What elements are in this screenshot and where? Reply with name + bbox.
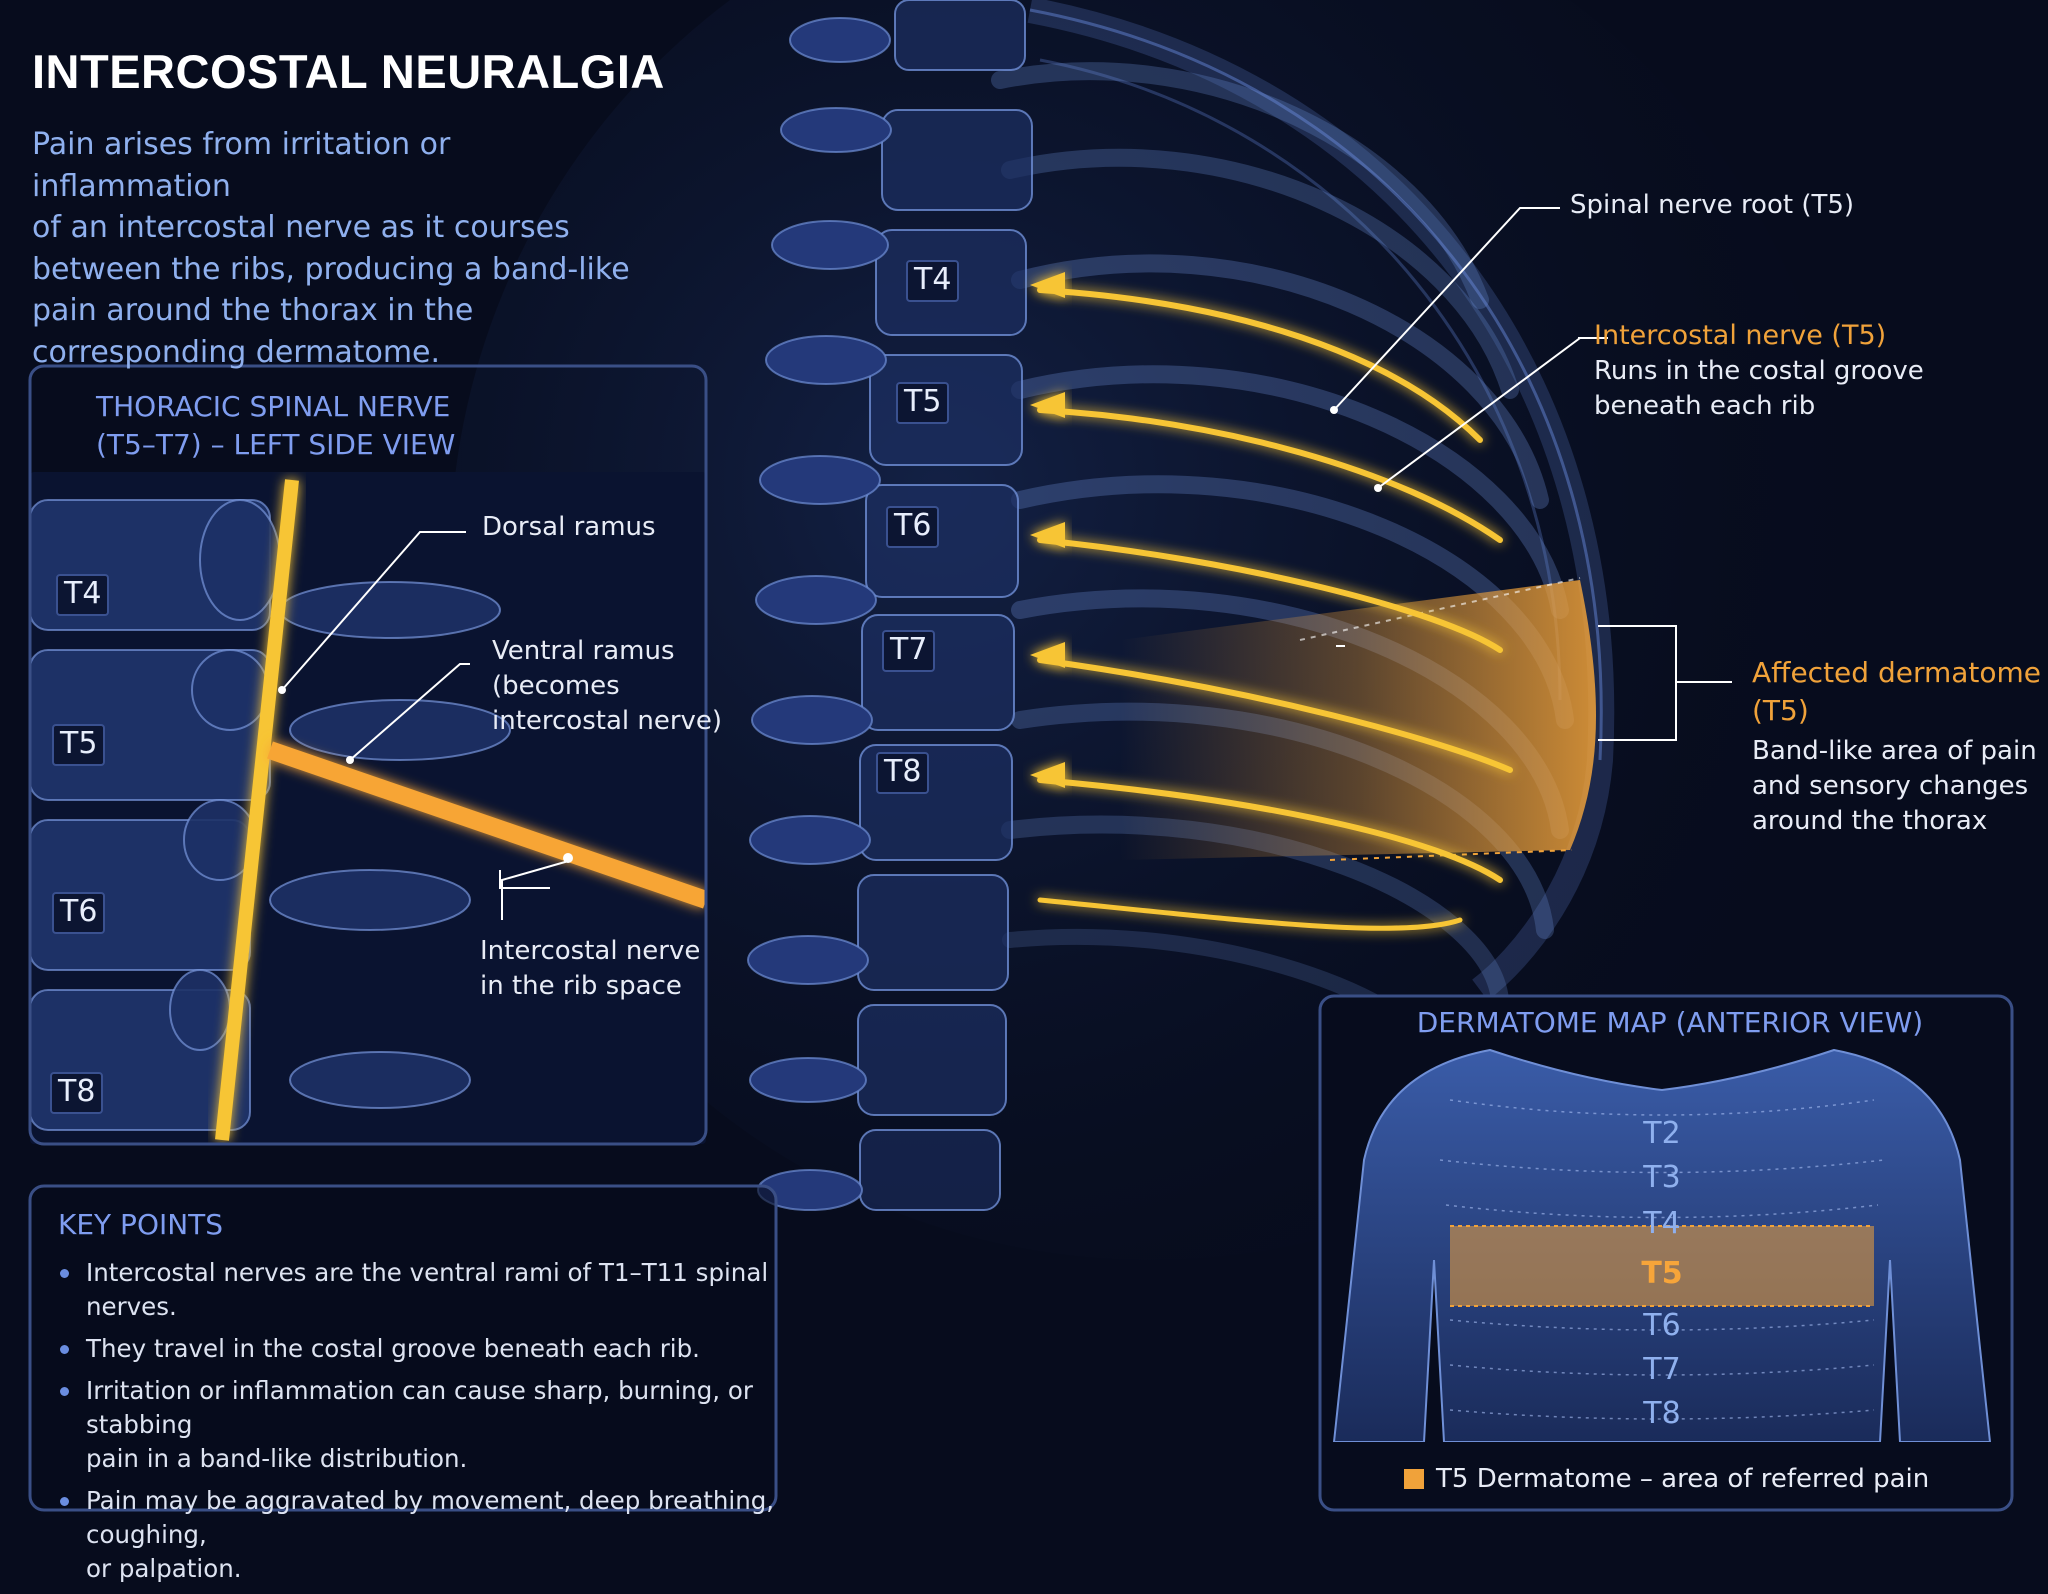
key-points-list: Intercostal nerves are the ventral rami … [58,1256,778,1594]
callout-dot [1374,484,1382,492]
side-vertebra-label-t5: T5 [52,724,106,766]
dermatome-level-t3: T3 [1643,1160,1681,1195]
callout-title: Affected dermatome [1752,656,2042,689]
torso-artwork [1332,1048,1992,1442]
dermatome-legend: T5 Dermatome – area of referred pain [1404,1464,1929,1494]
label-line: (becomes [492,671,620,701]
label-intercostal-rib-space: Intercostal nerve in the rib space [480,934,700,1004]
intercostal-nerve-side [267,741,706,909]
side-panel-title: THORACIC SPINAL NERVE (T5–T7) – LEFT SID… [96,388,455,464]
dermatome-level-t7: T7 [1643,1352,1681,1387]
label-line: Intercostal nerve [480,936,701,966]
spinal-nerve-trunk [215,479,299,1141]
side-vertebra-label-t6: T6 [52,892,106,934]
nerve-roots [1030,272,1065,788]
bullet-icon [60,1269,69,1278]
callout-line: around the thorax [1752,806,1988,836]
callout-line: beneath each rib [1594,391,1816,421]
intro-line: of an intercostal nerve as it courses [32,210,570,245]
page-title: INTERCOSTAL NEURALGIA [32,45,665,98]
list-item: Intercostal nerves are the ventral rami … [58,1256,778,1324]
side-vertebra-label-t4: T4 [56,574,110,616]
leader-lines [1333,207,1732,741]
list-item: Pain may be aggravated by movement, deep… [58,1484,778,1586]
label-line: in the rib space [480,971,682,1001]
callout-intercostal-nerve: Intercostal nerve (T5) Runs in the costa… [1594,318,1924,424]
intro-line: Pain arises from irritation or inflammat… [32,127,451,204]
illustration-canvas [28,0,2014,1512]
label-dorsal-ramus: Dorsal ramus [482,512,656,542]
intro-line: between the ribs, producing a band-like [32,251,630,287]
callout-spinal-nerve-root: Spinal nerve root (T5) [1570,190,1855,220]
dermatome-map-title-suffix: (ANTERIOR VIEW) [1666,1006,1924,1039]
bullet-icon [60,1387,69,1396]
spine-label-t8: T8 [876,752,930,794]
list-item: Irritation or inflammation can cause sha… [58,1374,778,1476]
intro-paragraph: Pain arises from irritation or inflammat… [32,124,652,373]
dermatome-level-t4: T4 [1643,1206,1681,1241]
callout-title: (T5) [1752,694,1809,727]
intro-line: corresponding dermatome. [32,334,441,370]
key-points-panel-border [28,1184,778,1512]
spinous-processes [747,17,892,1211]
callout-dot [1330,406,1338,414]
dermatome-map-title: DERMATOME MAP (ANTERIOR VIEW) [1320,1006,2020,1039]
key-points-title: KEY POINTS [58,1208,224,1241]
spine-label-t7: T7 [882,630,936,672]
bullet-icon [60,1345,69,1354]
label-ventral-ramus: Ventral ramus (becomes intercostal nerve… [492,634,722,739]
spine-label-t4: T4 [906,260,960,302]
callout-title: Intercostal nerve (T5) [1594,320,1887,351]
side-view-panel-border [28,364,708,1146]
callout-line: and sensory changes [1752,771,2029,801]
callout-line: Band-like area of pain [1752,736,2037,766]
list-item-text: Irritation or inflammation can cause sha… [86,1376,753,1439]
list-item-text: Intercostal nerves are the ventral rami … [86,1258,769,1321]
dermatome-map-title-main: DERMATOME MAP [1416,1006,1667,1039]
list-item-text: or palpation. [86,1554,242,1583]
list-item-text: They travel in the costal groove beneath… [86,1334,700,1363]
t5-band [1450,1226,1874,1306]
bullet-icon [60,1497,69,1506]
list-item-text: pain in a band-like distribution. [86,1444,468,1473]
dermatome-level-t2: T2 [1643,1116,1681,1151]
intro-line: pain around the thorax in the [32,293,474,328]
label-line: intercostal nerve) [492,706,723,736]
side-view-artwork [30,472,706,1144]
intercostal-nerves [1037,287,1513,931]
list-item: They travel in the costal groove beneath… [58,1332,778,1366]
legend-label: T5 Dermatome – area of referred pain [1436,1464,1930,1494]
side-panel-title-line: (T5–T7) – LEFT SIDE VIEW [96,428,456,461]
callout-affected-dermatome: Affected dermatome (T5) Band-like area o… [1752,654,2041,839]
spine-label-t6: T6 [886,506,940,548]
dermatome-level-t6: T6 [1643,1308,1681,1343]
callout-line: Runs in the costal groove [1594,356,1924,386]
rib-cage [1027,0,1615,1001]
side-panel-title-line: THORACIC SPINAL NERVE [96,390,451,423]
spine-label-t5: T5 [896,382,950,424]
label-line: Ventral ramus [492,636,675,666]
dermatome-level-t8: T8 [1643,1396,1681,1431]
legend-swatch-icon [1404,1469,1424,1489]
list-item-text: Pain may be aggravated by movement, deep… [86,1486,775,1549]
dermatome-level-t5: T5 [1641,1256,1683,1291]
side-vertebra-label-t8: T8 [50,1072,104,1114]
